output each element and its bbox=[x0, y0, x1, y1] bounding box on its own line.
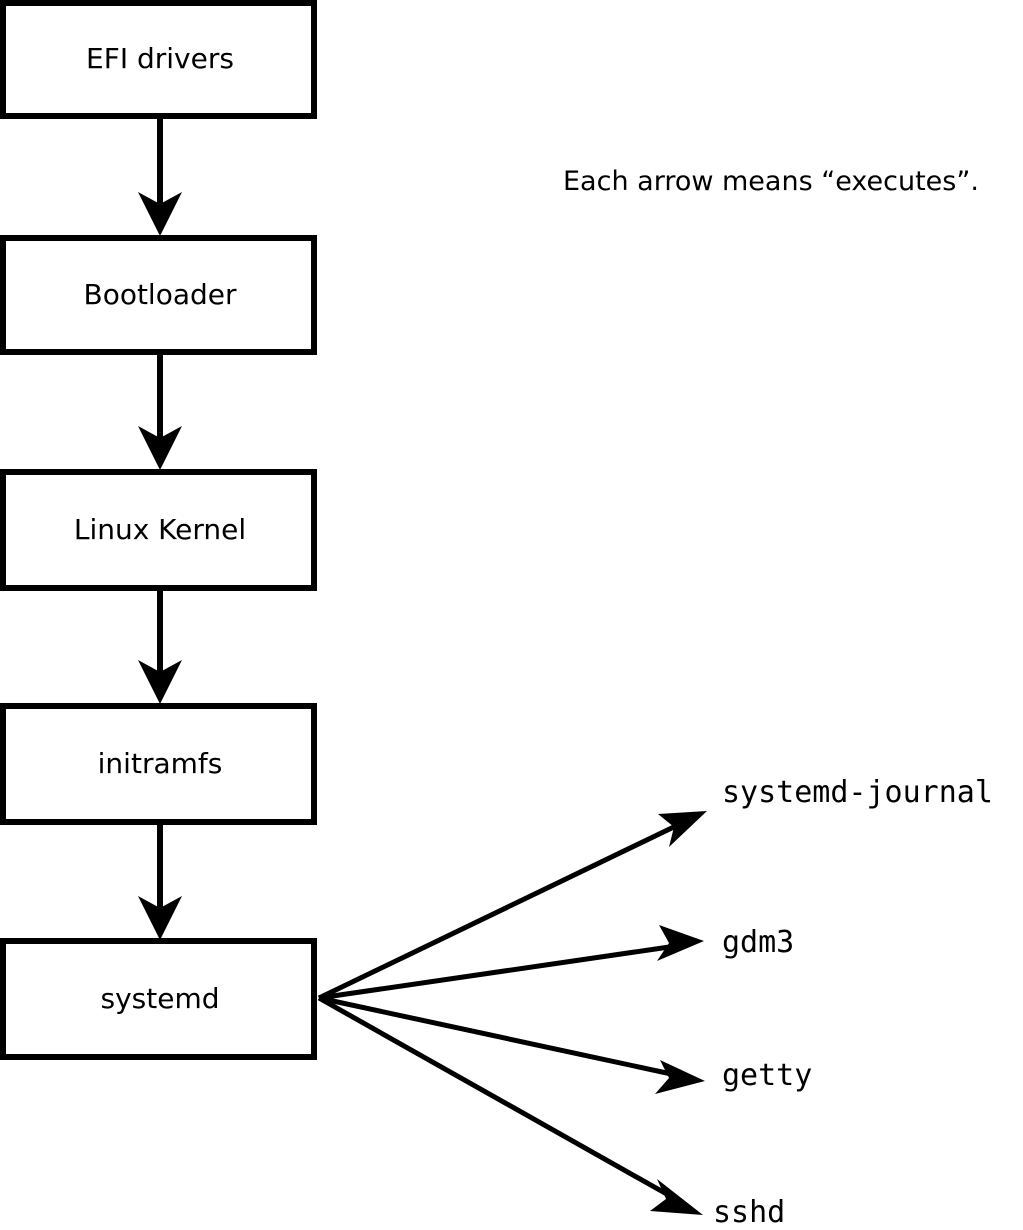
edge-systemd-to-gdm3 bbox=[318, 925, 704, 1001]
service-label-gdm3[interactable]: gdm3 bbox=[722, 925, 794, 960]
edge-bootloader-to-linux-kernel bbox=[138, 352, 182, 470]
edge-initramfs-to-systemd bbox=[138, 822, 182, 940]
edge-systemd-to-getty bbox=[318, 995, 705, 1094]
node-label-initramfs: initramfs bbox=[98, 747, 223, 780]
edge-systemd-to-systemd-journal bbox=[317, 811, 707, 1001]
service-label-getty[interactable]: getty bbox=[722, 1058, 812, 1093]
node-label-systemd: systemd bbox=[101, 982, 220, 1015]
chain-edges bbox=[138, 118, 182, 940]
node-label-linux-kernel: Linux Kernel bbox=[74, 513, 246, 546]
arrow-meaning-annotation: Each arrow means “executes”. bbox=[563, 166, 979, 197]
edge-systemd-to-sshd bbox=[317, 995, 703, 1215]
service-label-sshd[interactable]: sshd bbox=[713, 1195, 785, 1230]
edge-linux-kernel-to-initramfs bbox=[138, 588, 182, 704]
node-label-bootloader: Bootloader bbox=[83, 278, 237, 311]
node-label-efi-drivers: EFI drivers bbox=[86, 42, 234, 75]
node-efi-drivers[interactable]: EFI drivers bbox=[0, 0, 317, 119]
service-label-systemd-journal[interactable]: systemd-journal bbox=[722, 775, 993, 810]
edge-efi-drivers-to-bootloader bbox=[138, 118, 182, 236]
node-initramfs[interactable]: initramfs bbox=[0, 703, 317, 825]
node-linux-kernel[interactable]: Linux Kernel bbox=[0, 469, 317, 591]
service-fanout-edges bbox=[317, 811, 707, 1215]
node-systemd[interactable]: systemd bbox=[0, 938, 317, 1060]
node-bootloader[interactable]: Bootloader bbox=[0, 235, 317, 355]
